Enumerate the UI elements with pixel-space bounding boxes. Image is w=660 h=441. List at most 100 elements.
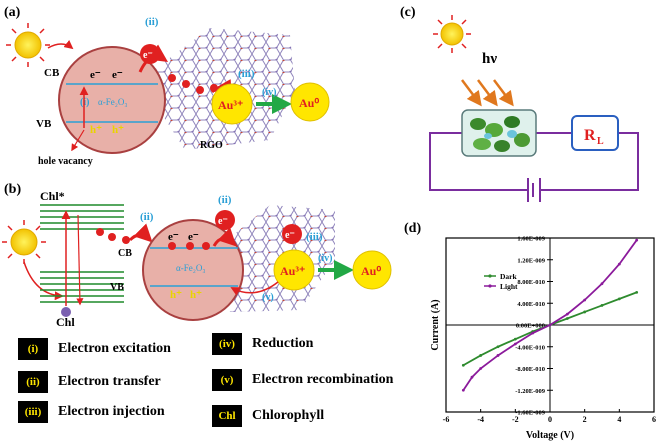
legend-text: Electron injection: [58, 404, 165, 419]
x-tick-label: 2: [583, 415, 587, 424]
load-subscript: L: [597, 136, 604, 147]
panel-label-c: (c): [400, 5, 416, 20]
data-point: [565, 317, 569, 320]
vb-label: VB: [36, 118, 52, 130]
chlorophyll-film: [470, 116, 530, 152]
load-label: R: [584, 127, 596, 144]
sun-icon: [2, 220, 46, 264]
au0-particle: [352, 250, 392, 290]
y-tick-label: 8.00E-010: [517, 279, 545, 286]
data-point: [635, 290, 639, 294]
legend-text: Electron excitation: [58, 341, 171, 356]
au3-label: Au³⁺: [218, 98, 243, 112]
legend-text: Reduction: [252, 336, 314, 351]
legend-text: Electron transfer: [58, 374, 161, 389]
cb-label: CB: [118, 248, 132, 259]
au3-label: Au³⁺: [280, 264, 305, 278]
step-iv-label: (iv): [262, 87, 276, 98]
svg-text:e⁻: e⁻: [218, 216, 228, 227]
svg-text:h⁺: h⁺: [170, 289, 182, 301]
data-point: [479, 367, 483, 370]
step-iii-label: (iii): [306, 231, 323, 243]
step-ii-label: (ii): [140, 211, 154, 223]
data-point: [617, 297, 621, 301]
legend-item-v: (v) Electron recombination: [212, 369, 393, 391]
legend-key: (ii): [18, 371, 48, 393]
chl-label: Chl: [56, 315, 75, 329]
x-tick-label: -6: [443, 415, 450, 424]
step-ii-label: (ii): [218, 194, 232, 206]
data-point: [496, 345, 500, 349]
legend-marker: [488, 284, 492, 288]
electron-label: e⁻: [112, 69, 123, 81]
svg-text:e⁻: e⁻: [143, 50, 153, 61]
cb-label: CB: [44, 67, 60, 79]
panel-label-d: (d): [404, 221, 421, 236]
legend-item-iv: (iv) Reduction: [212, 333, 313, 355]
x-tick-label: -4: [477, 415, 484, 424]
legend-label: Dark: [500, 272, 517, 281]
hole-label: h⁺: [112, 124, 124, 136]
y-tick-label: 0.00E+000: [516, 323, 545, 330]
legend-text: Electron recombination: [252, 372, 394, 387]
legend-key: (iv): [212, 333, 242, 355]
legend-key: (v): [212, 369, 242, 391]
load-resistor: [571, 115, 619, 151]
chl-energy-levels: [40, 204, 124, 303]
data-point: [479, 354, 483, 357]
legend-marker: [488, 274, 492, 278]
rgo-label: RGO: [200, 140, 223, 151]
svg-text:e⁻: e⁻: [168, 231, 179, 243]
electron-label: e⁻: [90, 69, 101, 81]
y-tick-label: 1.20E-009: [517, 257, 545, 264]
panel-label-b: (b): [4, 182, 21, 197]
x-tick-label: 6: [652, 415, 656, 424]
legend-label: Light: [500, 282, 518, 291]
y-tick-label: -1.60E-009: [515, 410, 546, 417]
data-point: [635, 238, 639, 242]
data-point: [496, 354, 500, 357]
step-iii-label: (iii): [238, 68, 255, 80]
panel-label-a: (a): [4, 5, 21, 20]
vb-label: VB: [110, 282, 124, 293]
legend-item-i: (i) Electron excitation: [18, 338, 171, 360]
data-point: [600, 282, 604, 286]
electron-badge: [215, 210, 235, 230]
legend-key: (i): [18, 338, 48, 360]
au0-label: Au⁰: [361, 264, 381, 278]
step-v-label: (v): [262, 292, 274, 303]
data-point: [583, 298, 587, 302]
hv-label: hν: [482, 51, 497, 67]
data-point: [531, 331, 535, 335]
y-tick-label: -4.00E-010: [515, 344, 545, 351]
legend-text: Chlorophyll: [252, 408, 325, 423]
x-tick-label: 0: [548, 415, 552, 424]
electron-badge: [282, 224, 302, 244]
data-point: [565, 312, 569, 316]
au0-particle: [290, 82, 330, 122]
data-point: [583, 310, 587, 314]
x-axis-label: Voltage (V): [526, 430, 574, 441]
fe2o3-particle: [58, 46, 166, 154]
sun-icon: [433, 15, 471, 53]
data-point: [461, 363, 465, 367]
x-tick-label: -2: [512, 415, 519, 424]
hole-vacancy-label: hole vacancy: [38, 156, 93, 167]
data-point: [513, 342, 517, 346]
svg-text:e⁻: e⁻: [285, 230, 295, 241]
svg-text:h⁺: h⁺: [190, 289, 202, 301]
au3-particle: [211, 83, 253, 125]
au0-label: Au⁰: [299, 96, 319, 110]
step-ii-label: (ii): [145, 16, 159, 28]
legend-key: (iii): [18, 401, 48, 423]
chl-star-label: Chl*: [40, 189, 65, 203]
sun-icon: [6, 23, 50, 67]
y-tick-label: 4.00E-010: [517, 301, 545, 308]
circuit-wire: [429, 132, 639, 191]
hole-label: h⁺: [90, 124, 102, 136]
y-tick-label: -1.20E-009: [515, 388, 546, 395]
data-point: [617, 262, 621, 266]
legend-item-ii: (ii) Electron transfer: [18, 371, 161, 393]
